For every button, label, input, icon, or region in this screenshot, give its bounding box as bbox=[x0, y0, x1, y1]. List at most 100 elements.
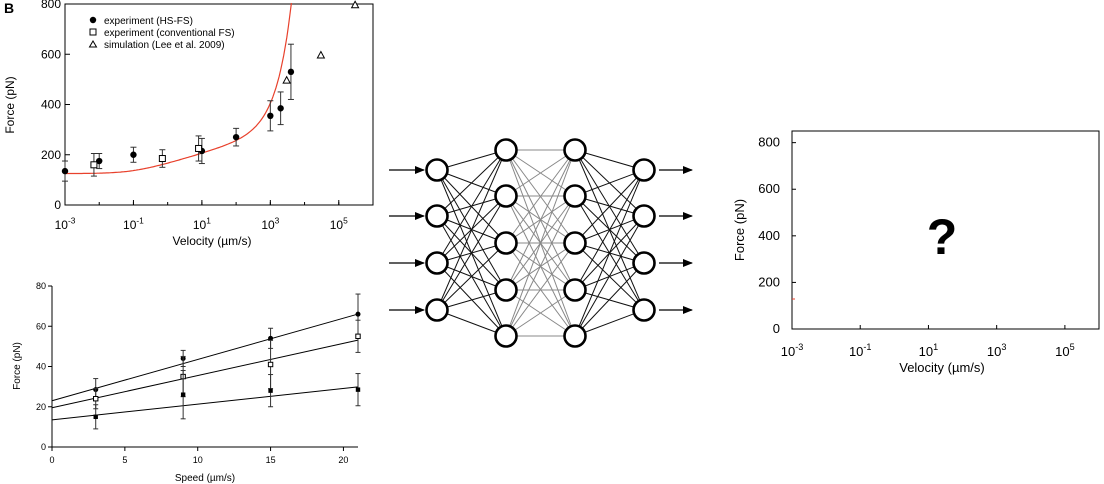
chart2-ytick-label: 20 bbox=[36, 402, 46, 412]
nn-node bbox=[563, 231, 587, 255]
chart2-xtick-label: 20 bbox=[338, 455, 348, 465]
chart2-point-open-square bbox=[93, 396, 99, 402]
chart2-fit-line bbox=[51, 386, 359, 421]
nn-edge bbox=[574, 309, 645, 337]
legend-marker-simulation bbox=[88, 40, 98, 48]
chart2-xtick-label: 5 bbox=[122, 455, 127, 465]
chart1-xtick-label: 101 bbox=[193, 216, 211, 232]
nn-edge bbox=[436, 309, 507, 337]
chart1-point-hsfs bbox=[277, 105, 284, 112]
nn-node bbox=[494, 138, 518, 162]
question-mark: ? bbox=[927, 209, 958, 265]
nn-edge bbox=[574, 215, 645, 337]
chart1-point-hsfs bbox=[61, 167, 69, 175]
legend-marker-conventional bbox=[89, 28, 97, 36]
chart2-ytick-label: 40 bbox=[36, 362, 46, 372]
nn-node bbox=[494, 184, 518, 208]
chart2-point-open-square bbox=[355, 333, 361, 340]
chart1-xtick-label: 10-1 bbox=[123, 216, 144, 232]
chart1-ytick-label: 0 bbox=[54, 198, 61, 212]
chart2-xlabel: Speed (µm/s) bbox=[175, 473, 235, 484]
chart3-ytick-label: 800 bbox=[758, 135, 780, 150]
chart1-point-hsfs bbox=[232, 133, 240, 141]
chart1-xtick-label: 103 bbox=[261, 216, 279, 232]
nn-edge bbox=[505, 195, 576, 337]
chart1-point-simulation bbox=[282, 75, 291, 84]
chart1-xlabel: Velocity (µm/s) bbox=[173, 234, 252, 248]
chart1-ytick-label: 600 bbox=[41, 47, 61, 61]
nn-node bbox=[632, 158, 656, 182]
chart1-ylabel: Force (pN) bbox=[3, 76, 17, 133]
nn-node bbox=[425, 204, 449, 228]
chart2-fit-line bbox=[51, 313, 359, 402]
chart3-xtick-label: 10-3 bbox=[781, 342, 804, 359]
nn-edge bbox=[436, 242, 507, 311]
chart1-point-simulation bbox=[350, 0, 360, 9]
chart3-xtick-label: 101 bbox=[919, 342, 939, 359]
nn-node bbox=[563, 138, 587, 162]
chart1-legend: experiment (HS-FS) experiment (conventio… bbox=[88, 16, 235, 51]
chart3-xlabel: Velocity (µm/s) bbox=[899, 360, 985, 375]
chart2-xtick-label: 15 bbox=[266, 455, 276, 465]
nn-edge bbox=[436, 149, 507, 311]
chart1-point-simulation bbox=[316, 50, 326, 59]
legend-label-hsfs: experiment (HS-FS) bbox=[104, 16, 193, 27]
nn-edge bbox=[505, 289, 576, 337]
chart2-point-circle bbox=[355, 311, 361, 317]
legend-marker-hsfs bbox=[89, 16, 97, 24]
nn-edge bbox=[436, 149, 507, 264]
nn-node bbox=[494, 278, 518, 302]
chart3-ytick-label: 200 bbox=[758, 274, 780, 289]
chart3-xtick-label: 105 bbox=[1055, 342, 1075, 359]
chart1-xtick-label: 10-3 bbox=[55, 216, 76, 232]
nn-edge bbox=[574, 169, 645, 337]
chart3-ytick-label: 400 bbox=[758, 228, 780, 243]
chart1-xtick-label: 105 bbox=[330, 216, 348, 232]
chart2-ytick-label: 80 bbox=[36, 281, 46, 291]
chart1-point-hsfs bbox=[130, 151, 137, 158]
chart3-ylabel: Force (pN) bbox=[732, 199, 747, 261]
chart1-ytick-label: 800 bbox=[41, 0, 61, 11]
nn-edge bbox=[505, 149, 576, 197]
chart1-point-hsfs bbox=[287, 68, 295, 76]
chart1-point-hsfs bbox=[267, 112, 274, 120]
nn-node bbox=[425, 251, 449, 275]
chart2-point-filled-square bbox=[93, 414, 98, 420]
nn-node bbox=[632, 204, 656, 228]
nn-node bbox=[494, 231, 518, 255]
nn-node bbox=[632, 251, 656, 275]
nn-node bbox=[494, 324, 518, 348]
chart3-xtick-label: 10-1 bbox=[849, 342, 872, 359]
chart3-xtick-label: 103 bbox=[987, 342, 1007, 359]
chart2-point-open-square bbox=[267, 361, 274, 368]
chart1-point-conventional bbox=[158, 155, 166, 163]
chart2-xtick-label: 0 bbox=[49, 455, 54, 465]
legend-label-simulation: simulation (Lee et al. 2009) bbox=[104, 40, 225, 51]
chart1-point-hsfs bbox=[96, 157, 103, 165]
nn-edge bbox=[505, 149, 576, 244]
nn-edge bbox=[574, 169, 645, 197]
chart2-point-filled-square bbox=[268, 388, 273, 393]
chart1-point-conventional bbox=[195, 144, 203, 152]
chart2-ylabel: Force (pN) bbox=[12, 342, 23, 390]
nn-edge bbox=[436, 195, 507, 311]
nn-edge bbox=[505, 149, 576, 337]
nn-node bbox=[563, 324, 587, 348]
chart2-ytick-label: 0 bbox=[41, 442, 46, 452]
chart3-ytick-label: 600 bbox=[758, 181, 780, 196]
nn-edge bbox=[436, 289, 507, 311]
nn-node bbox=[563, 184, 587, 208]
neural-network-diagram bbox=[389, 138, 693, 348]
chart1-ytick-label: 200 bbox=[41, 148, 61, 162]
nn-node bbox=[425, 298, 449, 322]
chart2-fit-line bbox=[51, 339, 359, 409]
nn-edge bbox=[436, 149, 507, 171]
nn-edge bbox=[436, 149, 507, 217]
chart2-point-filled-square bbox=[355, 387, 361, 392]
chart1-fit-curve bbox=[64, 2, 292, 175]
nn-edge bbox=[574, 169, 645, 244]
nn-edge bbox=[505, 149, 576, 291]
